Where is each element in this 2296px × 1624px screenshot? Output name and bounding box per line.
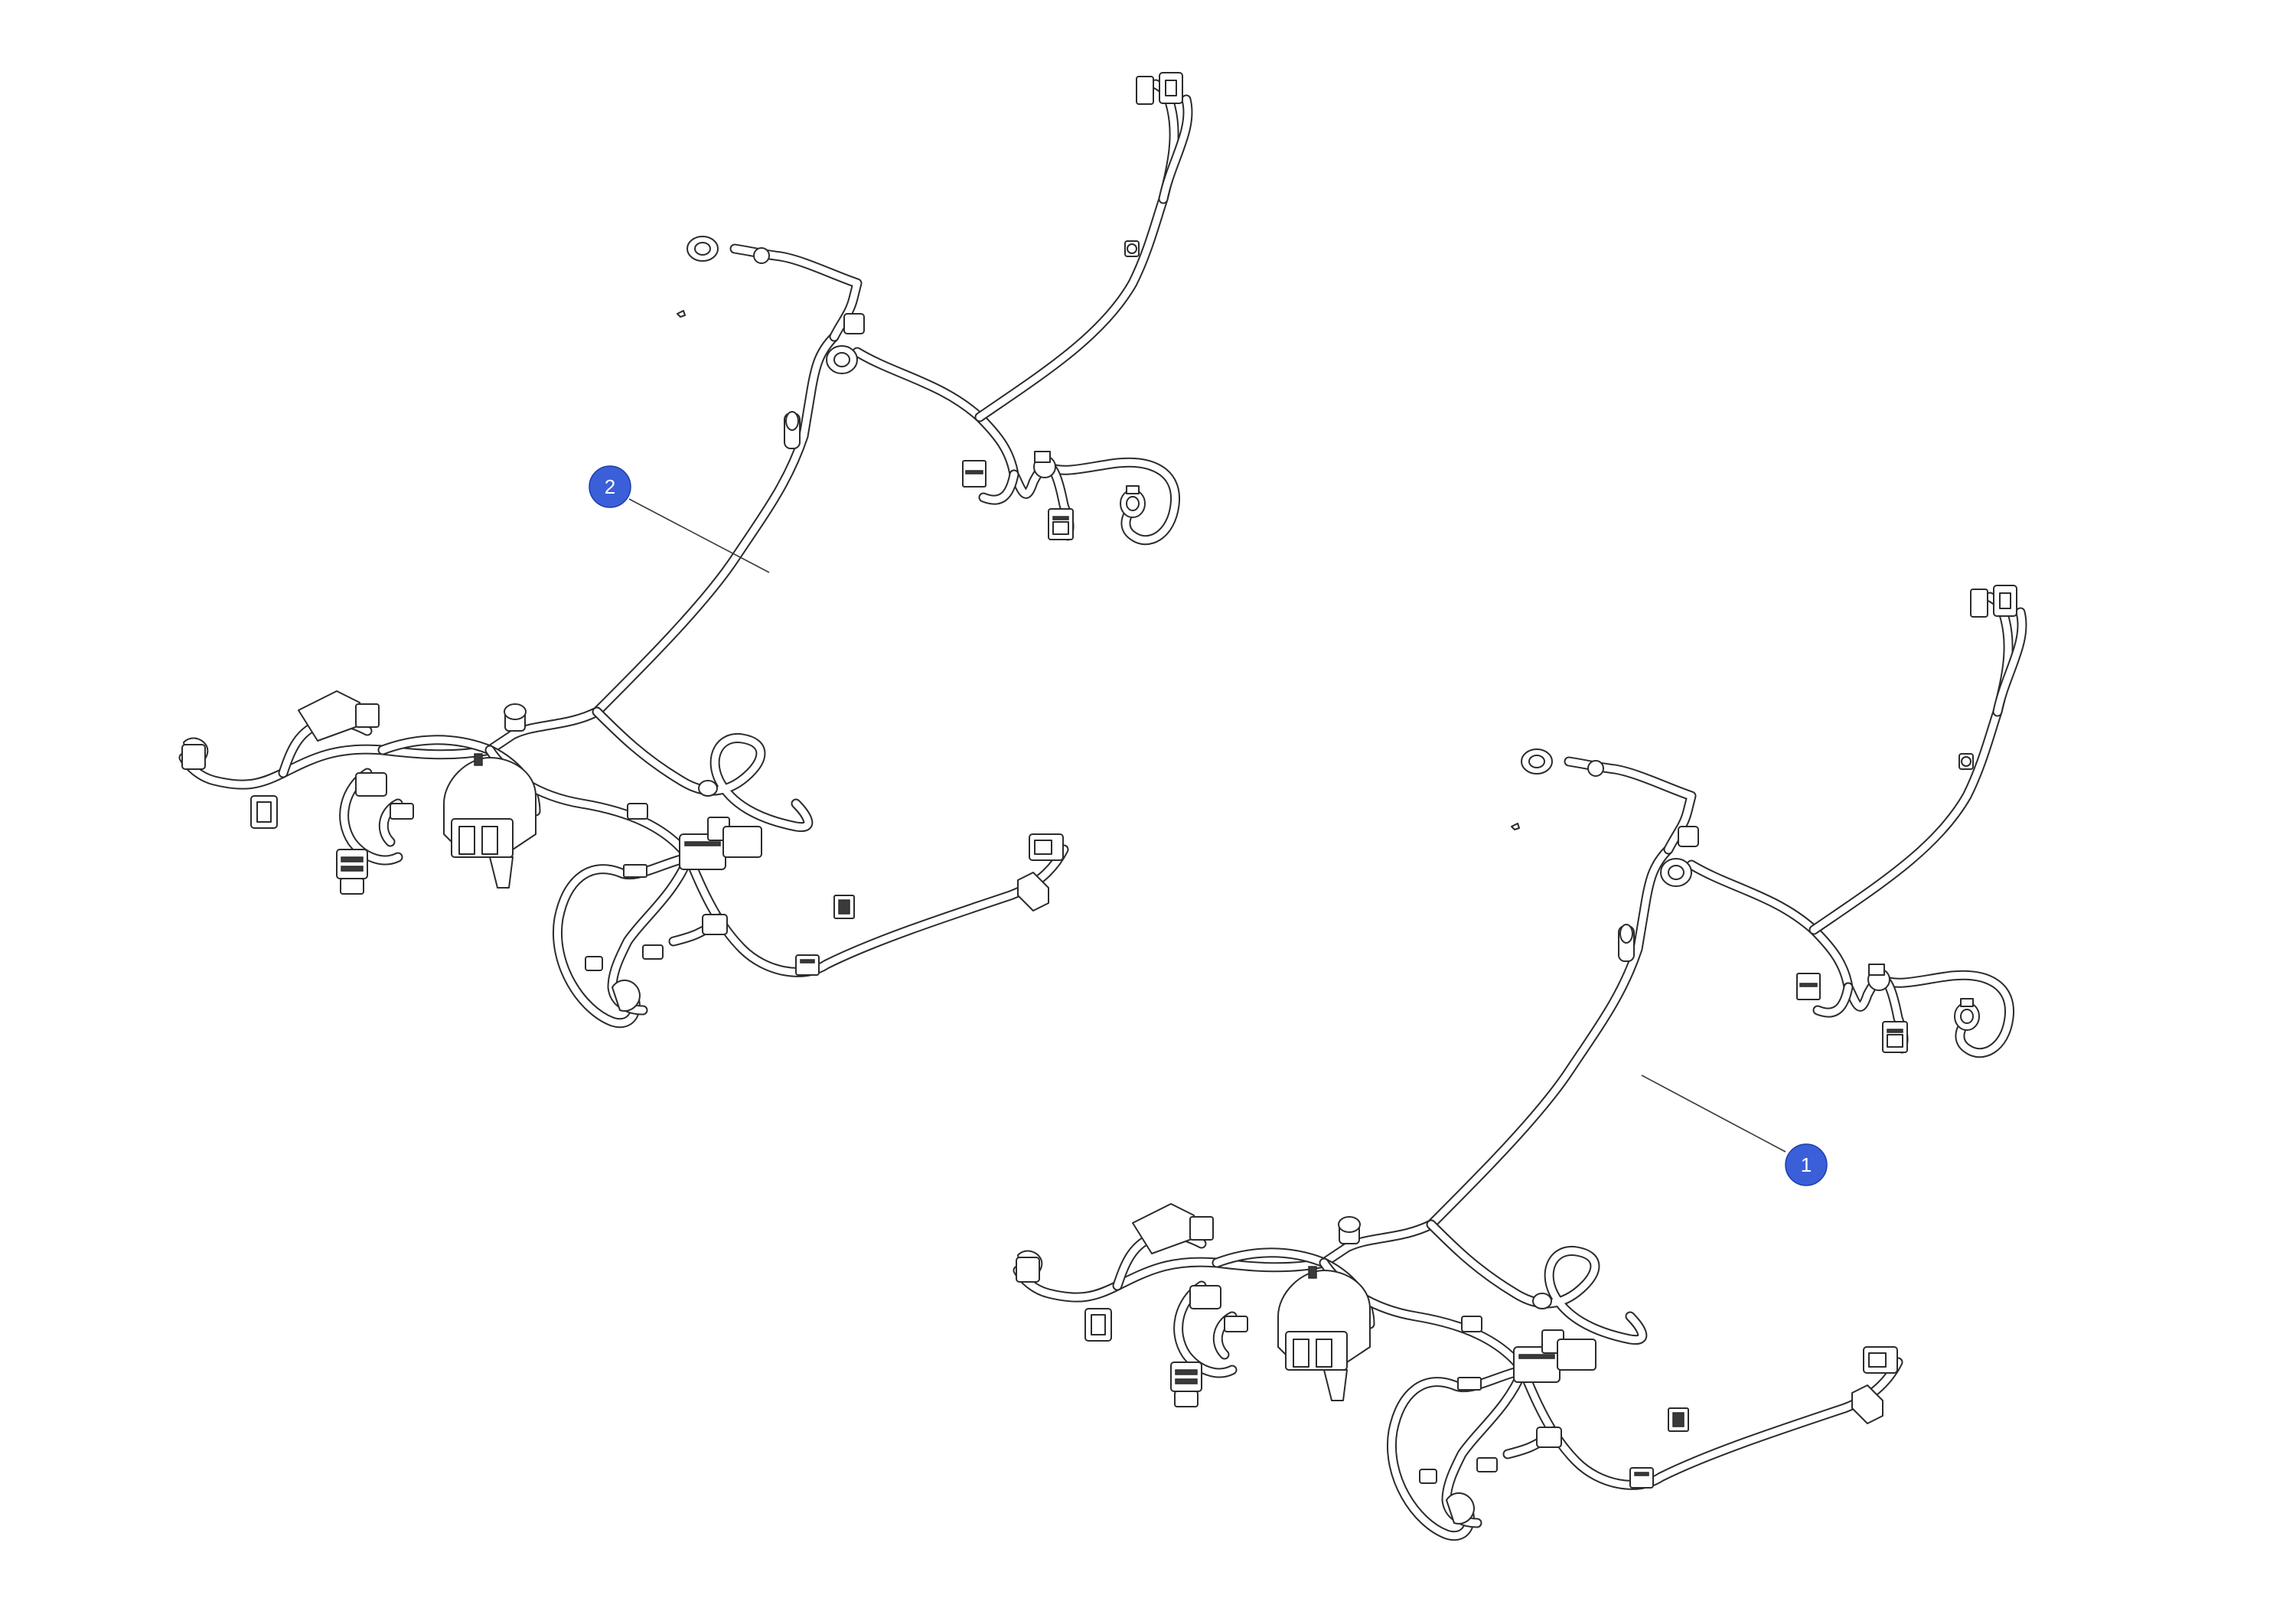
callout-1-circle[interactable]	[1785, 1143, 1828, 1186]
callout-2[interactable]: 2	[589, 465, 631, 508]
callout-1-leader	[1641, 1075, 1786, 1153]
callout-1-label: 1	[1801, 1153, 1812, 1176]
callout-2-circle[interactable]	[589, 465, 631, 508]
callout-2-label: 2	[605, 475, 615, 498]
callout-2-leader	[628, 498, 770, 573]
wiring-harness-upper-left	[182, 73, 1188, 1023]
wiring-harness-lower-right	[1016, 585, 2022, 1536]
callout-1[interactable]: 1	[1785, 1143, 1828, 1186]
